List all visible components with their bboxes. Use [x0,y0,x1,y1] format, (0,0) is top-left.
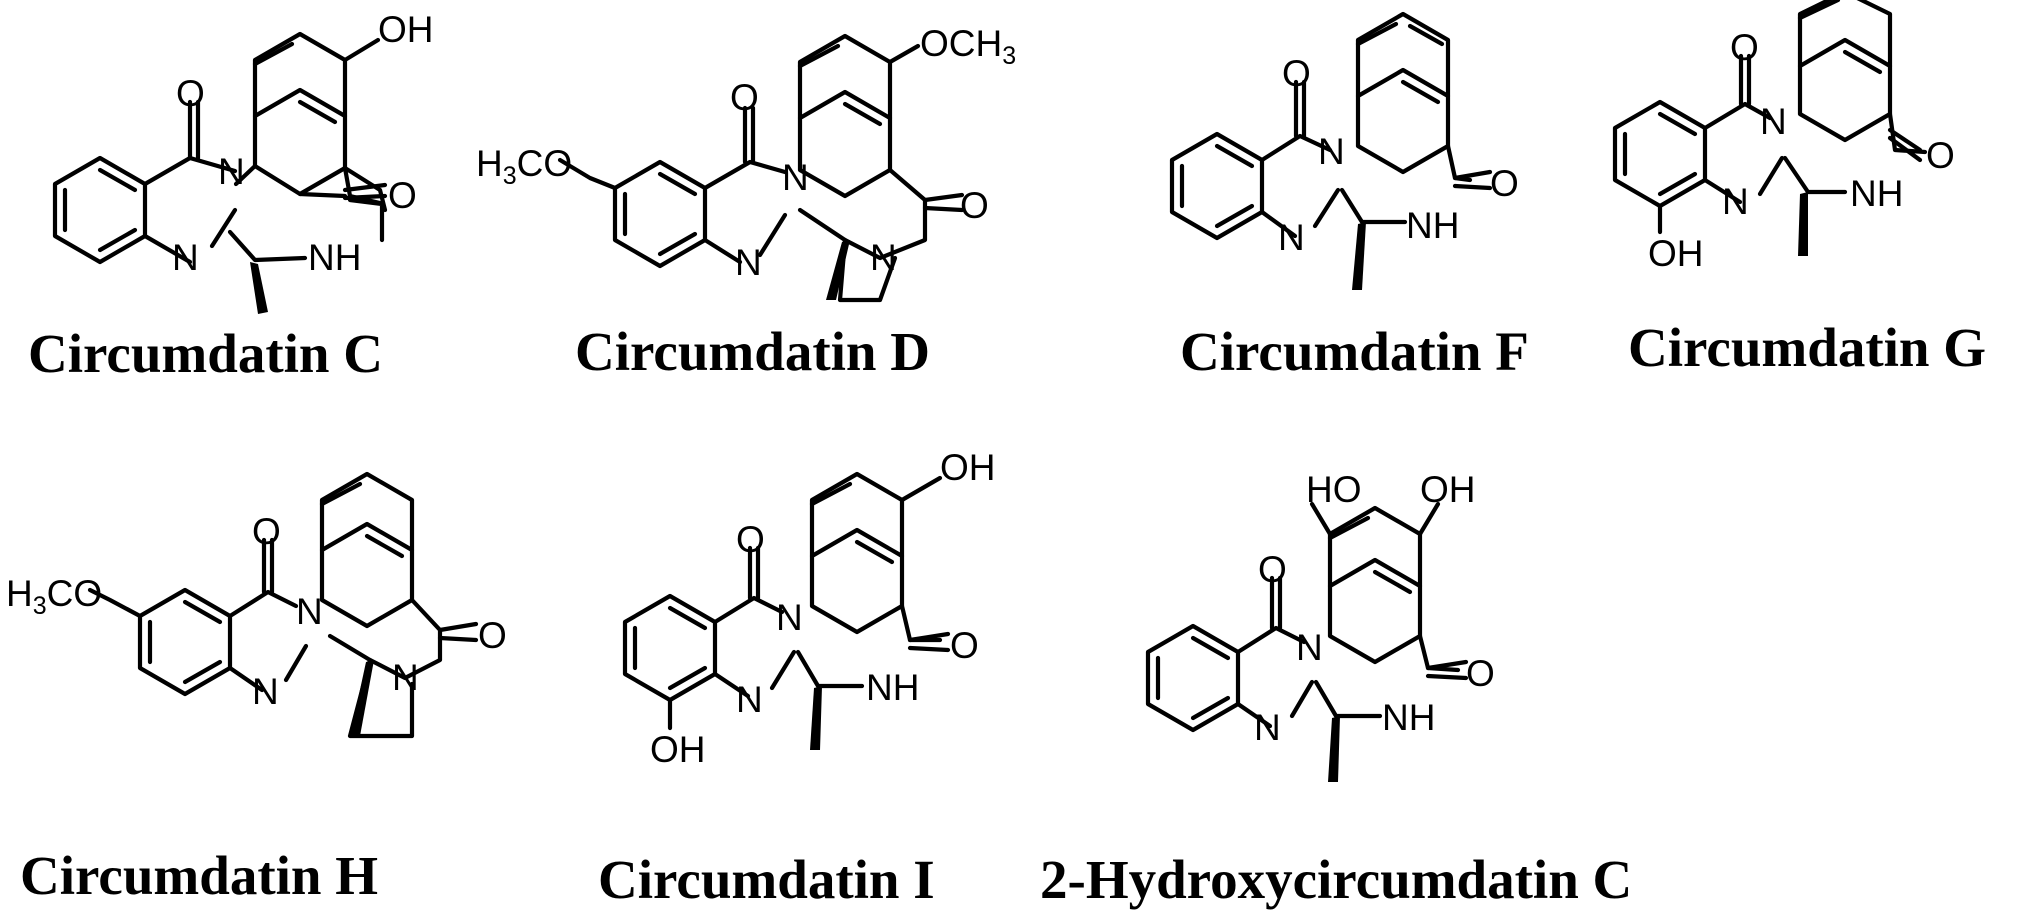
label-nitrogen: N [296,591,323,632]
label-oxygen: O [388,175,417,216]
structure-circumdatin-h [87,471,479,739]
label-nitrogen: N [252,671,279,712]
compound-name: Circumdatin G [1628,317,1986,378]
label-oxygen: O [1258,549,1287,590]
label-nitrogen: N [736,679,763,720]
label-oxygen: O [736,519,765,560]
label-oxygen: O [960,185,989,226]
label-nitrogen: N [218,151,245,192]
label-hydroxyl: OH [1648,233,1704,274]
compound-name: Circumdatin F [1180,321,1529,382]
label-nitrogen: N [1318,131,1345,172]
label-methoxy-right: OCH3 [920,23,1016,70]
label-methoxy: H3CO [6,573,102,620]
label-oxygen: O [1466,653,1495,694]
compound-name: Circumdatin C [28,323,383,384]
label-nitrogen: N [1296,627,1323,668]
label-oxygen: O [730,77,759,118]
label-hydroxyl: OH [378,9,434,50]
label-nh: NH [1382,697,1435,738]
label-oxygen: O [1490,163,1519,204]
label-oxygen: O [176,73,205,114]
label-nitrogen: N [172,237,199,278]
structure-circumdatin-c [52,31,388,314]
compound-name: Circumdatin D [575,321,930,382]
compound-name: Circumdatin I [598,849,935,910]
label-oxygen: O [1282,53,1311,94]
structure-circumdatin-i [622,471,951,750]
structure-2-hydroxycircumdatin-c [1145,501,1469,782]
structure-circumdatin-f [1169,11,1493,290]
label-hydroxyl: HO [1306,469,1362,510]
label-oxygen: O [1730,27,1759,68]
label-nitrogen: N [1722,181,1749,222]
label-methoxy-left: H3CO [476,143,572,190]
label-nh: NH [866,667,919,708]
label-oxygen: O [252,511,281,552]
structure-circumdatin-g [1612,0,1928,256]
label-hydroxyl: OH [1420,469,1476,510]
label-nh: NH [1406,205,1459,246]
label-oxygen: O [478,615,507,656]
label-oxygen: O [950,625,979,666]
label-nh: NH [1850,173,1903,214]
label-nitrogen: N [776,597,803,638]
label-oxygen: O [1926,135,1955,176]
label-nitrogen: N [392,657,419,698]
label-nitrogen: N [1760,101,1787,142]
label-hydroxyl: OH [650,729,706,770]
label-nitrogen: N [1254,707,1281,748]
compound-name: Circumdatin H [20,845,378,906]
label-hydroxyl: OH [940,447,996,488]
compound-name: 2-Hydroxycircumdatin C [1040,849,1632,910]
label-nitrogen: N [735,242,762,283]
label-nh: NH [308,237,361,278]
label-nitrogen: N [782,157,809,198]
label-nitrogen: N [870,237,897,278]
structure-circumdatin-d [557,33,965,303]
label-nitrogen: N [1278,217,1305,258]
